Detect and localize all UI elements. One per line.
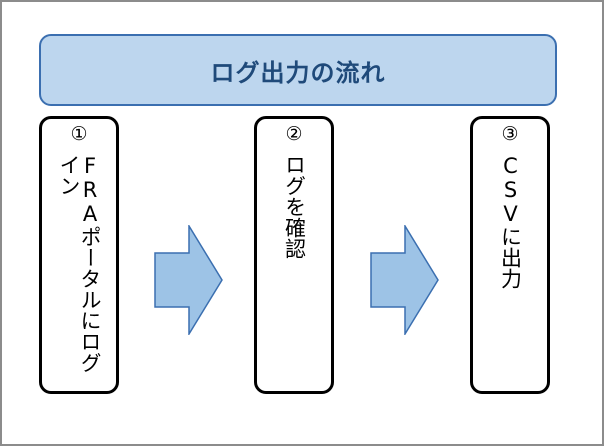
step-label: FRAポータルにログイン	[57, 154, 102, 373]
step-number: ①	[70, 123, 88, 145]
step-box-1: ① FRAポータルにログイン	[39, 116, 119, 394]
right-arrow-icon	[154, 225, 223, 335]
step-number: ③	[501, 123, 519, 145]
step-label: ログを確認	[282, 154, 307, 259]
step-label: CSVに出力	[498, 154, 523, 289]
step-number: ②	[285, 123, 303, 145]
diagram-title: ログ出力の流れ	[210, 58, 386, 87]
right-arrow-icon	[370, 225, 439, 335]
title-banner: ログ出力の流れ	[39, 34, 557, 106]
step-box-2: ② ログを確認	[254, 116, 334, 394]
step-box-3: ③ CSVに出力	[470, 116, 550, 394]
